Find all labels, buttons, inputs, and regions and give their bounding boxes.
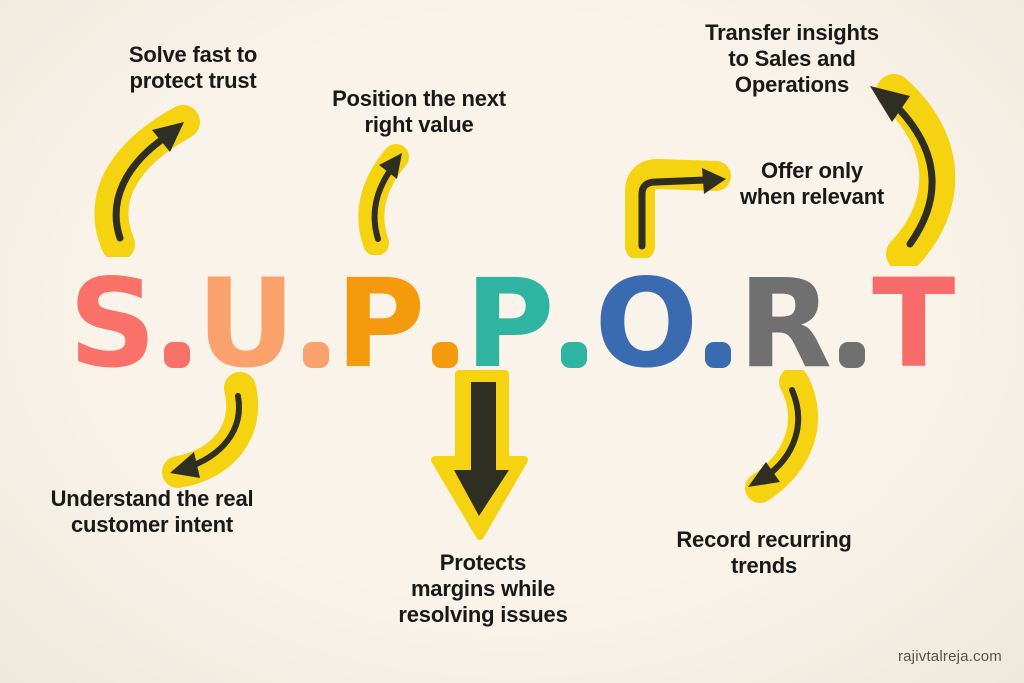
label-record: Record recurring trends	[676, 527, 852, 578]
word-letter-t: T	[872, 253, 956, 396]
label-offer: Offer only when relevant	[739, 158, 885, 209]
word-letter-p1: P	[335, 253, 426, 396]
word-dot	[302, 342, 329, 368]
word-dot	[705, 342, 732, 368]
word-letter-u: U	[196, 253, 296, 396]
word-dot	[163, 342, 190, 368]
label-position: Position the next right value	[332, 86, 506, 137]
block-arrow-down-icon	[431, 370, 528, 540]
label-protects: Protects margins while resolving issues	[398, 550, 568, 627]
word-letter-p2: P	[465, 253, 555, 396]
word-letter-s: S	[68, 253, 157, 396]
word-dot	[432, 342, 459, 368]
elbow-arrow-right-icon	[625, 159, 731, 258]
word-letter-r: R	[738, 253, 833, 396]
curved-arrow-up-right-icon	[94, 105, 200, 257]
support-word: S U P P O R T	[0, 248, 1024, 396]
word-dot	[839, 342, 866, 368]
label-transfer: Transfer insights to Sales and Operation…	[705, 20, 879, 97]
watermark: rajivtalreja.com	[897, 648, 1002, 665]
word-letter-o: O	[594, 253, 699, 396]
label-understand: Understand the real customer intent	[50, 486, 254, 537]
curved-arrow-down-left-icon	[162, 372, 259, 488]
word-dot	[561, 342, 588, 368]
label-solve: Solve fast to protect trust	[128, 42, 258, 93]
curved-arrow-up-icon	[358, 144, 409, 255]
curved-arrow-down-icon	[745, 370, 818, 503]
curved-arrow-up-left-icon	[870, 74, 956, 266]
